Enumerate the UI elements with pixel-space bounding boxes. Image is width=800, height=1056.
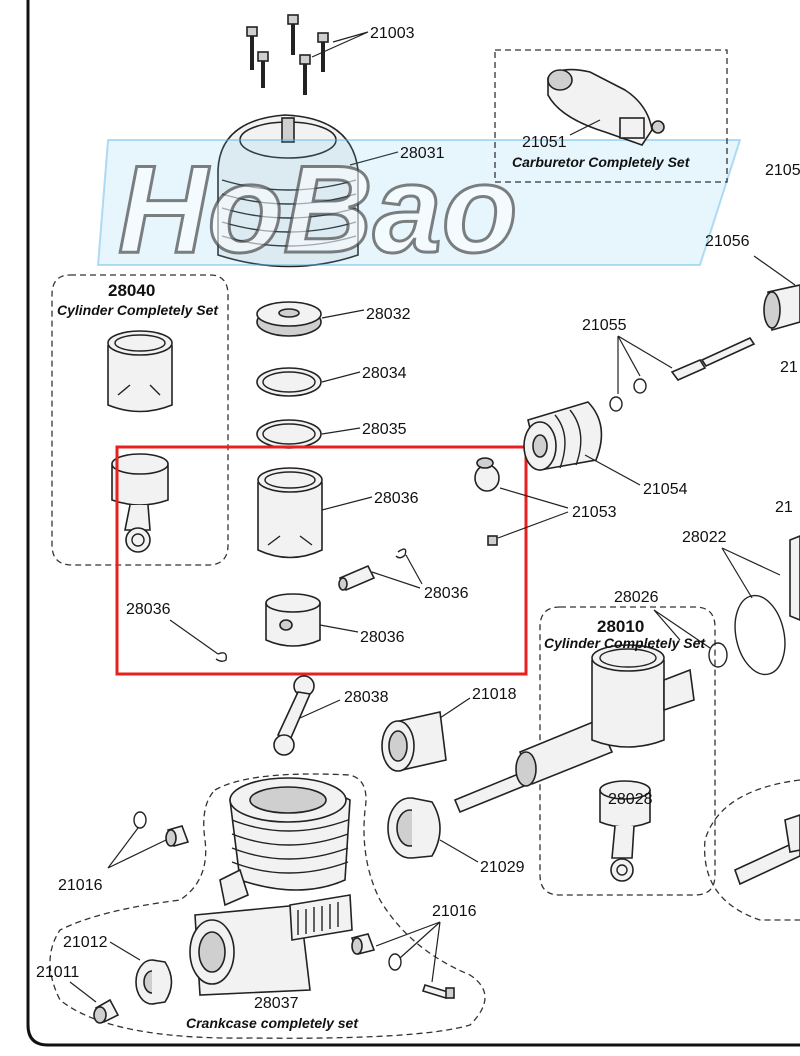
sleeve-28010 — [591, 644, 695, 748]
highlight-box — [115, 445, 528, 676]
label-cylinder-set-28010: Cylinder Completely Set — [544, 635, 706, 651]
watermark-logo: HoBao — [96, 139, 742, 281]
label-21018: 21018 — [472, 686, 517, 703]
piston-28036 — [265, 593, 359, 647]
carburetor-21051 — [547, 68, 665, 146]
clip-28036-left — [215, 652, 228, 662]
label-28022: 28022 — [682, 529, 727, 546]
oring-28022 — [721, 547, 786, 676]
clip-28036 — [395, 548, 407, 559]
label-21016-left: 21016 — [58, 877, 103, 894]
fitting-21053 — [474, 457, 569, 546]
label-21003: 21003 — [370, 25, 415, 42]
piston-rod-28028 — [599, 780, 651, 882]
label-28028: 28028 — [608, 791, 653, 808]
crankcase-28037 — [189, 777, 353, 996]
label-21-partial-b: 21 — [775, 499, 793, 516]
label-28010: 28010 — [597, 617, 644, 636]
bearing-21012 — [109, 941, 173, 1005]
cylinder-set-28010-box — [539, 606, 716, 896]
sleeve-28036 — [257, 467, 373, 559]
label-21016-right: 21016 — [432, 903, 477, 920]
crankshaft-partial — [734, 814, 800, 886]
label-carburetor-set: Carburetor Completely Set — [512, 154, 691, 170]
piston-rod-28040 — [111, 453, 169, 553]
label-28032: 28032 — [366, 306, 411, 323]
svg-text:HoBao: HoBao — [118, 141, 518, 279]
washer-28026 — [653, 609, 728, 668]
label-21011: 21011 — [36, 964, 79, 981]
wrist-pin-28036 — [338, 564, 376, 592]
label-2105-partial: 2105 — [765, 162, 800, 179]
label-21055: 21055 — [582, 317, 627, 334]
sleeve-28040 — [107, 330, 173, 413]
carburetor-group-box — [494, 49, 728, 183]
screws-21003 — [246, 14, 369, 95]
gasket-28034 — [256, 367, 361, 397]
label-28035: 28035 — [362, 421, 407, 438]
label-21054: 21054 — [643, 481, 688, 498]
needle-21055 — [609, 335, 756, 412]
bearing-21018 — [381, 697, 471, 772]
page-border — [26, 0, 800, 1047]
label-21029: 21029 — [480, 859, 525, 876]
gasket-28035 — [256, 419, 361, 449]
fittings-21016-left — [107, 811, 190, 869]
fuel-fitting-21056 — [753, 255, 800, 332]
label-21056: 21056 — [705, 233, 750, 250]
label-28034: 28034 — [362, 365, 407, 382]
backplate-part — [789, 535, 800, 621]
fittings-21016-right — [350, 921, 455, 999]
label-28040: 28040 — [108, 281, 155, 300]
bearing-21029 — [387, 797, 479, 863]
cylinder-head-28031 — [217, 114, 399, 268]
label-21053: 21053 — [572, 504, 617, 521]
label-28031: 28031 — [400, 145, 445, 162]
crankshaft-28010 — [453, 718, 614, 814]
label-28037: 28037 — [254, 995, 299, 1012]
label-28036-pin: 28036 — [424, 585, 469, 602]
bushing-21011 — [69, 981, 120, 1024]
connecting-rod-28038 — [273, 675, 341, 756]
label-28036-piston: 28036 — [360, 629, 405, 646]
air-filter-21054 — [523, 401, 641, 486]
label-28026: 28026 — [614, 589, 659, 606]
label-21-partial-a: 21 — [780, 359, 798, 376]
label-28036-sleeve: 28036 — [374, 490, 419, 507]
cylinder-set-28040-box — [51, 274, 229, 566]
partial-group-box — [703, 779, 800, 921]
label-cylinder-set-28040: Cylinder Completely Set — [57, 302, 219, 318]
head-button-28032 — [256, 301, 365, 337]
label-21051: 21051 — [522, 134, 567, 151]
label-21012: 21012 — [63, 934, 108, 951]
label-28038: 28038 — [344, 689, 389, 706]
label-crankcase-set: Crankcase completely set — [186, 1015, 359, 1031]
label-28036-clip: 28036 — [126, 601, 171, 618]
